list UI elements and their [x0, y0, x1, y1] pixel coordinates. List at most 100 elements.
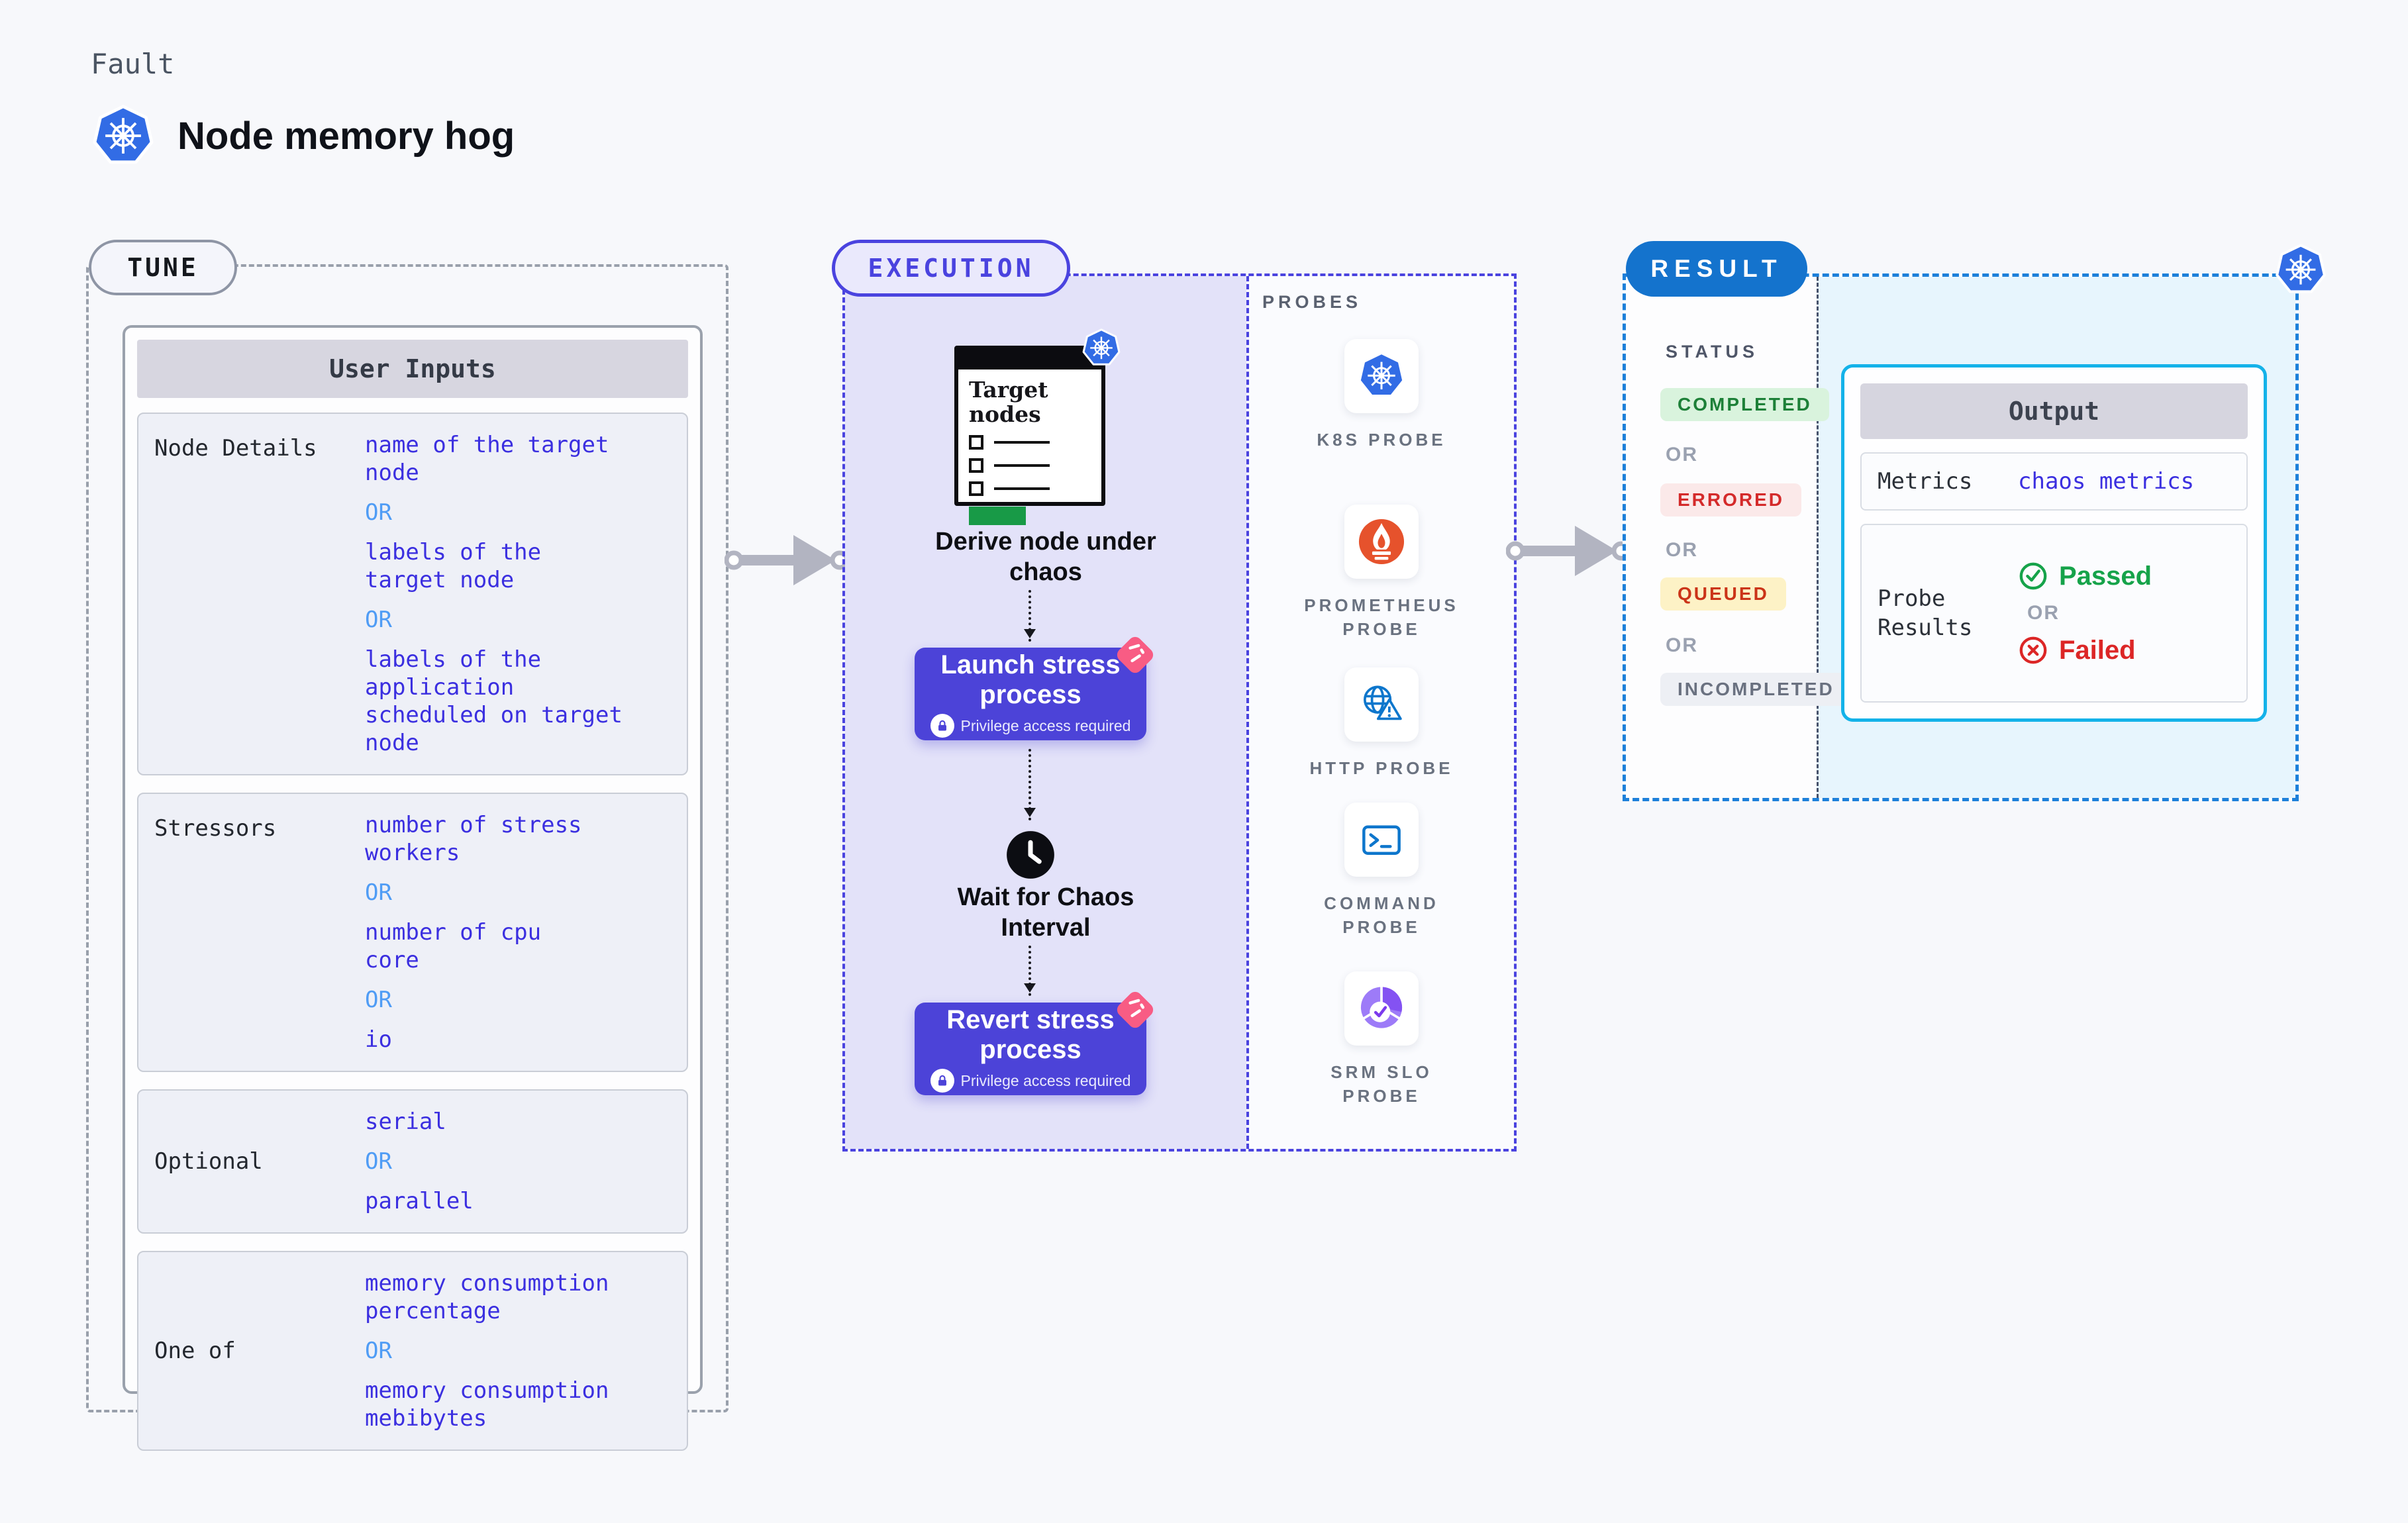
user-inputs-header: User Inputs	[137, 340, 688, 398]
launch-stress-step: Launch stress process Privilege access r…	[915, 648, 1146, 740]
probe-item: PROMETHEUS PROBE	[1249, 505, 1514, 641]
fault-kicker: Fault	[91, 48, 175, 80]
probe-item: SRM SLO PROBE	[1249, 971, 1514, 1108]
tune-panel: User Inputs Node Details name of the targ…	[86, 264, 728, 1451]
probe-card	[1344, 971, 1419, 1046]
or-separator: OR	[365, 1338, 392, 1364]
input-option: parallel	[365, 1188, 474, 1214]
failed-label: Failed	[2059, 635, 2136, 665]
probe-results-row: Probe Results Passed OR Failed	[1860, 524, 2248, 703]
probe-card	[1344, 505, 1419, 579]
execution-flow: Target nodes Derive node under chaos Lau…	[845, 276, 1246, 1149]
failed-result: Failed	[2018, 635, 2152, 665]
or-separator: OR	[365, 607, 392, 633]
or-separator: OR	[1666, 444, 1698, 466]
input-category-label: Optional	[154, 1148, 263, 1175]
dotted-arrow	[1024, 749, 1036, 820]
kubernetes-icon	[2274, 244, 2327, 297]
x-circle-icon	[2018, 635, 2048, 665]
clock-icon	[1005, 829, 1056, 881]
input-option: memory consumption mebibytes	[365, 1377, 609, 1432]
status-heading: STATUS	[1666, 342, 1758, 362]
status-badge-incompleted: INCOMPLETED	[1660, 673, 1852, 706]
dotted-arrow	[1024, 946, 1036, 996]
derive-node-label: Derive node under chaos	[935, 528, 1156, 586]
checkbox-icon	[969, 435, 983, 450]
lock-icon	[930, 714, 954, 738]
srm-slo-probe-icon	[1357, 984, 1406, 1033]
metrics-row: Metrics chaos metrics	[1860, 452, 2248, 511]
node-list-item	[969, 435, 1091, 450]
passed-result: Passed	[2018, 561, 2152, 591]
input-category-label: Node Details	[154, 435, 317, 462]
or-separator: OR	[365, 499, 392, 526]
probe-label: SRM SLO PROBE	[1330, 1062, 1432, 1106]
checkbox-icon	[969, 458, 983, 473]
wait-interval-label: Wait for Chaos Interval	[957, 883, 1134, 942]
burst-icon	[1111, 985, 1160, 1034]
revert-stress-step: Revert stress process Privilege access r…	[915, 1003, 1146, 1095]
target-card-titlebar	[958, 350, 1101, 369]
execution-section-badge: EXECUTION	[832, 240, 1070, 297]
target-nodes-card: Target nodes	[954, 346, 1105, 525]
prometheus-probe-icon	[1357, 517, 1406, 566]
output-card: Output Metrics chaos metrics Probe Resul…	[1841, 364, 2267, 722]
flow-arrow-tune-to-execution	[725, 535, 848, 585]
probe-label: COMMAND PROBE	[1324, 893, 1439, 937]
input-category-label: Stressors	[154, 815, 277, 842]
metrics-label: Metrics	[1878, 468, 1973, 495]
input-option: serial	[365, 1108, 446, 1135]
checkbox-icon	[969, 481, 983, 496]
probes-panel: PROBES K8S PROBE PROMETHEUS PROBE HTTP PRO…	[1246, 276, 1514, 1149]
probe-item: COMMAND PROBE	[1249, 803, 1514, 939]
status-badge-completed: COMPLETED	[1660, 388, 1829, 421]
probe-label: K8S PROBE	[1317, 430, 1446, 450]
user-inputs-table: User Inputs Node Details name of the targ…	[123, 325, 703, 1451]
node-list-item	[969, 458, 1091, 473]
probe-card	[1344, 667, 1419, 742]
page-title: Node memory hog	[177, 115, 515, 158]
probe-card	[1344, 803, 1419, 877]
launch-stress-label: Launch stress process	[940, 650, 1121, 709]
burst-icon	[1111, 630, 1160, 679]
tune-section-badge: TUNE	[89, 240, 237, 295]
probes-heading: PROBES	[1262, 292, 1362, 312]
probe-card	[1344, 339, 1419, 413]
metrics-value: chaos metrics	[2018, 468, 2195, 495]
dotted-arrow	[1024, 590, 1036, 642]
probe-item: HTTP PROBE	[1249, 667, 1514, 780]
target-card-title: Target nodes	[969, 377, 1048, 427]
or-separator: OR	[365, 1148, 392, 1175]
revert-stress-label: Revert stress process	[946, 1005, 1115, 1064]
probe-label: PROMETHEUS PROBE	[1304, 595, 1459, 639]
flow-arrow-probes-to-result	[1506, 526, 1629, 576]
input-option: name of the target node	[365, 432, 609, 486]
command-probe-icon	[1357, 815, 1406, 864]
passed-label: Passed	[2059, 561, 2152, 591]
kubernetes-icon	[91, 105, 155, 168]
input-option: labels of the target node	[365, 539, 542, 593]
or-separator: OR	[365, 987, 392, 1013]
privilege-note: Privilege access required	[960, 716, 1131, 734]
probe-label: HTTP PROBE	[1309, 758, 1454, 778]
or-separator: OR	[365, 879, 392, 906]
probe-results-label: Probe Results	[1878, 585, 1973, 641]
input-option: memory consumption percentage	[365, 1270, 609, 1324]
execution-panel: Target nodes Derive node under chaos Lau…	[842, 273, 1517, 1152]
k8s-probe-icon	[1357, 352, 1406, 401]
selected-node-bar	[969, 507, 1026, 525]
input-option: number of stress workers	[365, 812, 582, 866]
or-separator: OR	[1666, 634, 1698, 656]
input-category-label: One of	[154, 1338, 236, 1364]
or-separator: OR	[2027, 602, 2060, 624]
status-badge-queued: QUEUED	[1660, 577, 1786, 611]
input-option: labels of the application scheduled on t…	[365, 646, 623, 756]
check-circle-icon	[2018, 561, 2048, 591]
privilege-note: Privilege access required	[960, 1071, 1131, 1089]
